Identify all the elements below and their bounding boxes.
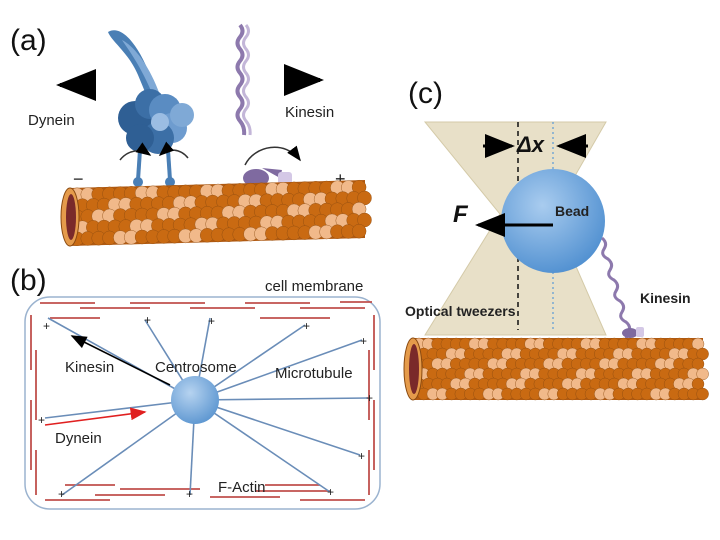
- dynein-label-b: Dynein: [55, 430, 102, 447]
- panel-a-label: (a): [10, 24, 47, 57]
- plus-end-label: +: [335, 169, 346, 189]
- kinesin-tether: [600, 236, 632, 347]
- plus-end-marker: +: [366, 391, 373, 405]
- microtubule-filament: [194, 399, 361, 456]
- panel-c: (c) Δx Bead F Optical tweezers Kinesin: [403, 77, 709, 401]
- panel-c-label: (c): [408, 77, 443, 110]
- minus-end-label: −: [73, 169, 84, 189]
- f-actin-network: [30, 301, 375, 501]
- bead: [501, 169, 605, 273]
- kinesin-transport-arrow: [70, 335, 171, 386]
- microtubule-lumen: [409, 344, 419, 394]
- plus-end-marker: +: [327, 485, 334, 499]
- microtubule-filament: [194, 399, 331, 493]
- optical-tweezers-label: Optical tweezers: [405, 303, 516, 319]
- centrosome-label: Centrosome: [155, 359, 237, 376]
- microtubule-filament: [47, 317, 196, 401]
- dynein-label: Dynein: [28, 112, 75, 129]
- microtubule-label: Microtubule: [275, 365, 353, 382]
- tubulin-subunit: [696, 387, 709, 401]
- plus-end-marker: +: [208, 314, 215, 328]
- plus-end-marker: +: [303, 319, 310, 333]
- bead-label: Bead: [555, 203, 589, 219]
- cell-membrane-label: cell membrane: [265, 278, 363, 295]
- f-actin-label: F-Actin: [218, 479, 266, 496]
- panel-b: (b) cell membrane Kinesin Centrosome Mic…: [10, 264, 381, 510]
- kinesin-motor-head: [622, 328, 638, 338]
- centrosome: [171, 376, 219, 424]
- microtubule-filament: [61, 399, 196, 496]
- plus-end-marker: +: [43, 319, 50, 333]
- plus-end-marker: +: [360, 334, 367, 348]
- plus-end-marker: +: [186, 487, 193, 501]
- delta-x-label: Δx: [516, 132, 545, 157]
- microtubule-c: [403, 337, 709, 401]
- plus-end-marker: +: [38, 413, 45, 427]
- kinesin-label-c: Kinesin: [640, 290, 691, 306]
- dynein-molecule: [108, 30, 194, 187]
- panel-b-label: (b): [10, 264, 47, 297]
- tubulin-subunit: [351, 223, 367, 239]
- plus-end-markers: + + + + + + + + + + +: [38, 313, 373, 501]
- dynein-transport-arrow: [44, 407, 147, 426]
- panel-a: (a) Dynein Kinesin: [10, 23, 372, 247]
- plus-end-marker: +: [358, 449, 365, 463]
- microtubule-filament: [194, 397, 369, 401]
- kinesin-motor-head-2: [636, 327, 644, 337]
- force-label: F: [453, 201, 469, 228]
- kinesin-label: Kinesin: [285, 104, 334, 121]
- microtubule-lumen: [66, 194, 76, 240]
- microtubule-a: [60, 179, 372, 247]
- plus-end-marker: +: [144, 313, 151, 327]
- microtubule-filament: [44, 399, 196, 419]
- kinesin-label-b: Kinesin: [65, 359, 114, 376]
- microtubule-filament: [194, 339, 363, 401]
- plus-end-marker: +: [58, 487, 65, 501]
